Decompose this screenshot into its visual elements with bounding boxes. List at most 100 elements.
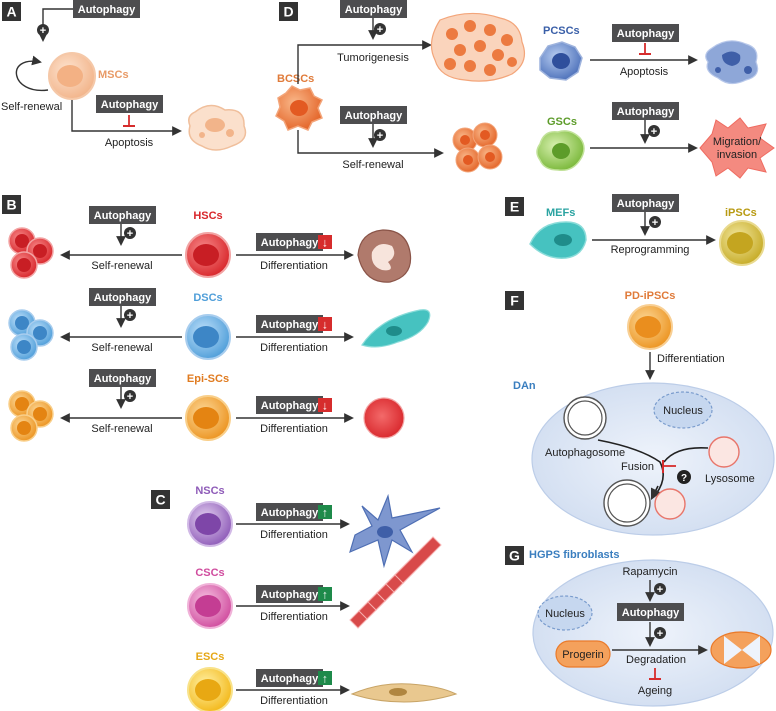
up-badge [318, 671, 332, 685]
tumorigenesis-label: Tumorigenesis [337, 52, 409, 64]
autophagy-label: Autophagy [94, 373, 152, 385]
degraded-progerin [710, 631, 772, 669]
autophagy-box [612, 102, 679, 120]
self-renewed-cluster [8, 309, 54, 361]
nucleus-label: Nucleus [663, 405, 703, 417]
stem-cell-nucleus [195, 513, 221, 535]
panel-letter: E [510, 199, 519, 215]
fusion-path-left [597, 439, 664, 495]
autophagy-box [89, 288, 156, 306]
plus-icon [124, 390, 136, 402]
up-badge-arrow: ↑ [322, 672, 328, 686]
activation-arrow [38, 8, 73, 42]
rapamycin-label: Rapamycin [622, 566, 677, 578]
cell-label: ESCs [196, 651, 225, 663]
spindle-nucleus [389, 688, 407, 696]
apoptosis-label: Apoptosis [620, 66, 669, 78]
autophagy-box [256, 503, 323, 521]
msc-label: MSCs [98, 69, 129, 81]
stem-cell-nucleus [193, 244, 219, 266]
up-badge [318, 587, 332, 601]
plus-icon [649, 216, 661, 228]
autophagy-box [256, 315, 323, 333]
autophagy-box [340, 106, 407, 124]
bcsc-label: BCSCs [277, 73, 314, 85]
reprogramming-label: Reprogramming [611, 244, 690, 256]
autophagy-box [256, 396, 323, 414]
stem-cell-nucleus [195, 595, 221, 617]
apoptosis-arrow [71, 100, 182, 136]
plus-icon [37, 24, 49, 36]
apoptosis-label: Apoptosis [105, 137, 154, 149]
plus-icon [654, 583, 666, 595]
migration-label: Migration/ [713, 136, 762, 148]
autophagy-label: Autophagy [345, 110, 403, 122]
fibroblast-cell [532, 559, 774, 707]
nucleus-label: Nucleus [545, 608, 585, 620]
autophagy-label: Autophagy [617, 106, 675, 118]
stem-cell-nucleus [193, 407, 219, 429]
autophagy-box [89, 369, 156, 387]
autophagy-box [73, 0, 140, 18]
down-badge [318, 317, 332, 331]
lysosome [708, 436, 740, 468]
cluster-nucleus [17, 258, 31, 272]
question-icon [677, 470, 691, 484]
autophagy-label: Autophagy [617, 28, 675, 40]
differentiated-nucleus [386, 326, 402, 336]
apoptotic-cell [188, 104, 247, 151]
panel-letter: B [6, 197, 16, 213]
plus-icon [124, 309, 136, 321]
red-blood-cell [363, 397, 405, 439]
autophagy-box [256, 669, 323, 687]
plus-icon [374, 129, 386, 141]
pd-ipsc-label: PD-iPSCs [625, 290, 676, 302]
b-row-1: Autophagy+Self-renewalDSCsAutophagy↓Diff… [8, 288, 431, 361]
autophagy-box [612, 24, 679, 42]
fused-lysosome [654, 488, 686, 520]
pcsc-nucleus [552, 53, 570, 69]
self-renewal-label: Self-renewal [1, 101, 62, 113]
differentiation-label: Differentiation [260, 611, 328, 623]
plus-sign: + [651, 126, 657, 138]
panel-g: G HGPS fibroblasts Rapamycin + Autophagy… [505, 546, 774, 707]
autophagy-label: Autophagy [261, 507, 319, 519]
autophagy-box [256, 233, 323, 251]
self-renewal-arrow [297, 130, 444, 158]
autophagy-label: Autophagy [345, 4, 403, 16]
down-badge-arrow: ↓ [322, 399, 328, 413]
fusion-arrowhead [650, 485, 662, 501]
cluster-nucleus [33, 407, 47, 421]
panel-letter-box [2, 195, 21, 214]
bcsc-nucleus [290, 100, 308, 116]
down-badge [318, 398, 332, 412]
panel-a: A Autophagy + MSCs Self-renewal Autophag… [1, 0, 247, 151]
autophagy-box [96, 95, 163, 113]
ipsc-nucleus [727, 232, 753, 254]
question-mark: ? [681, 473, 687, 484]
panel-letter-box [151, 490, 170, 509]
autophagosome-label: Autophagosome [545, 447, 625, 459]
self-renewal-label: Self-renewal [342, 159, 403, 171]
autophagy-label: Autophagy [78, 4, 136, 16]
self-renewed-cluster [8, 227, 54, 279]
plus-icon [124, 227, 136, 239]
self-renewed-cluster [8, 390, 54, 442]
nucleus-shape [537, 595, 593, 631]
progerin-label: Progerin [562, 649, 604, 661]
msc-nucleus [57, 65, 83, 87]
degradation-label: Degradation [626, 654, 686, 666]
tumorigenesis-arrow [297, 40, 432, 84]
self-renewal-loop-arrow [15, 55, 49, 92]
autophagy-label: Autophagy [622, 607, 680, 619]
mef-nucleus [554, 234, 572, 246]
muscle-fiber [394, 536, 442, 584]
autophagy-label: Autophagy [94, 292, 152, 304]
differentiated-cell [349, 536, 442, 629]
panel-letter: A [6, 4, 16, 20]
differentiation-label: Differentiation [657, 353, 725, 365]
mef-label: MEFs [546, 207, 575, 219]
progerin-shape [555, 640, 611, 668]
